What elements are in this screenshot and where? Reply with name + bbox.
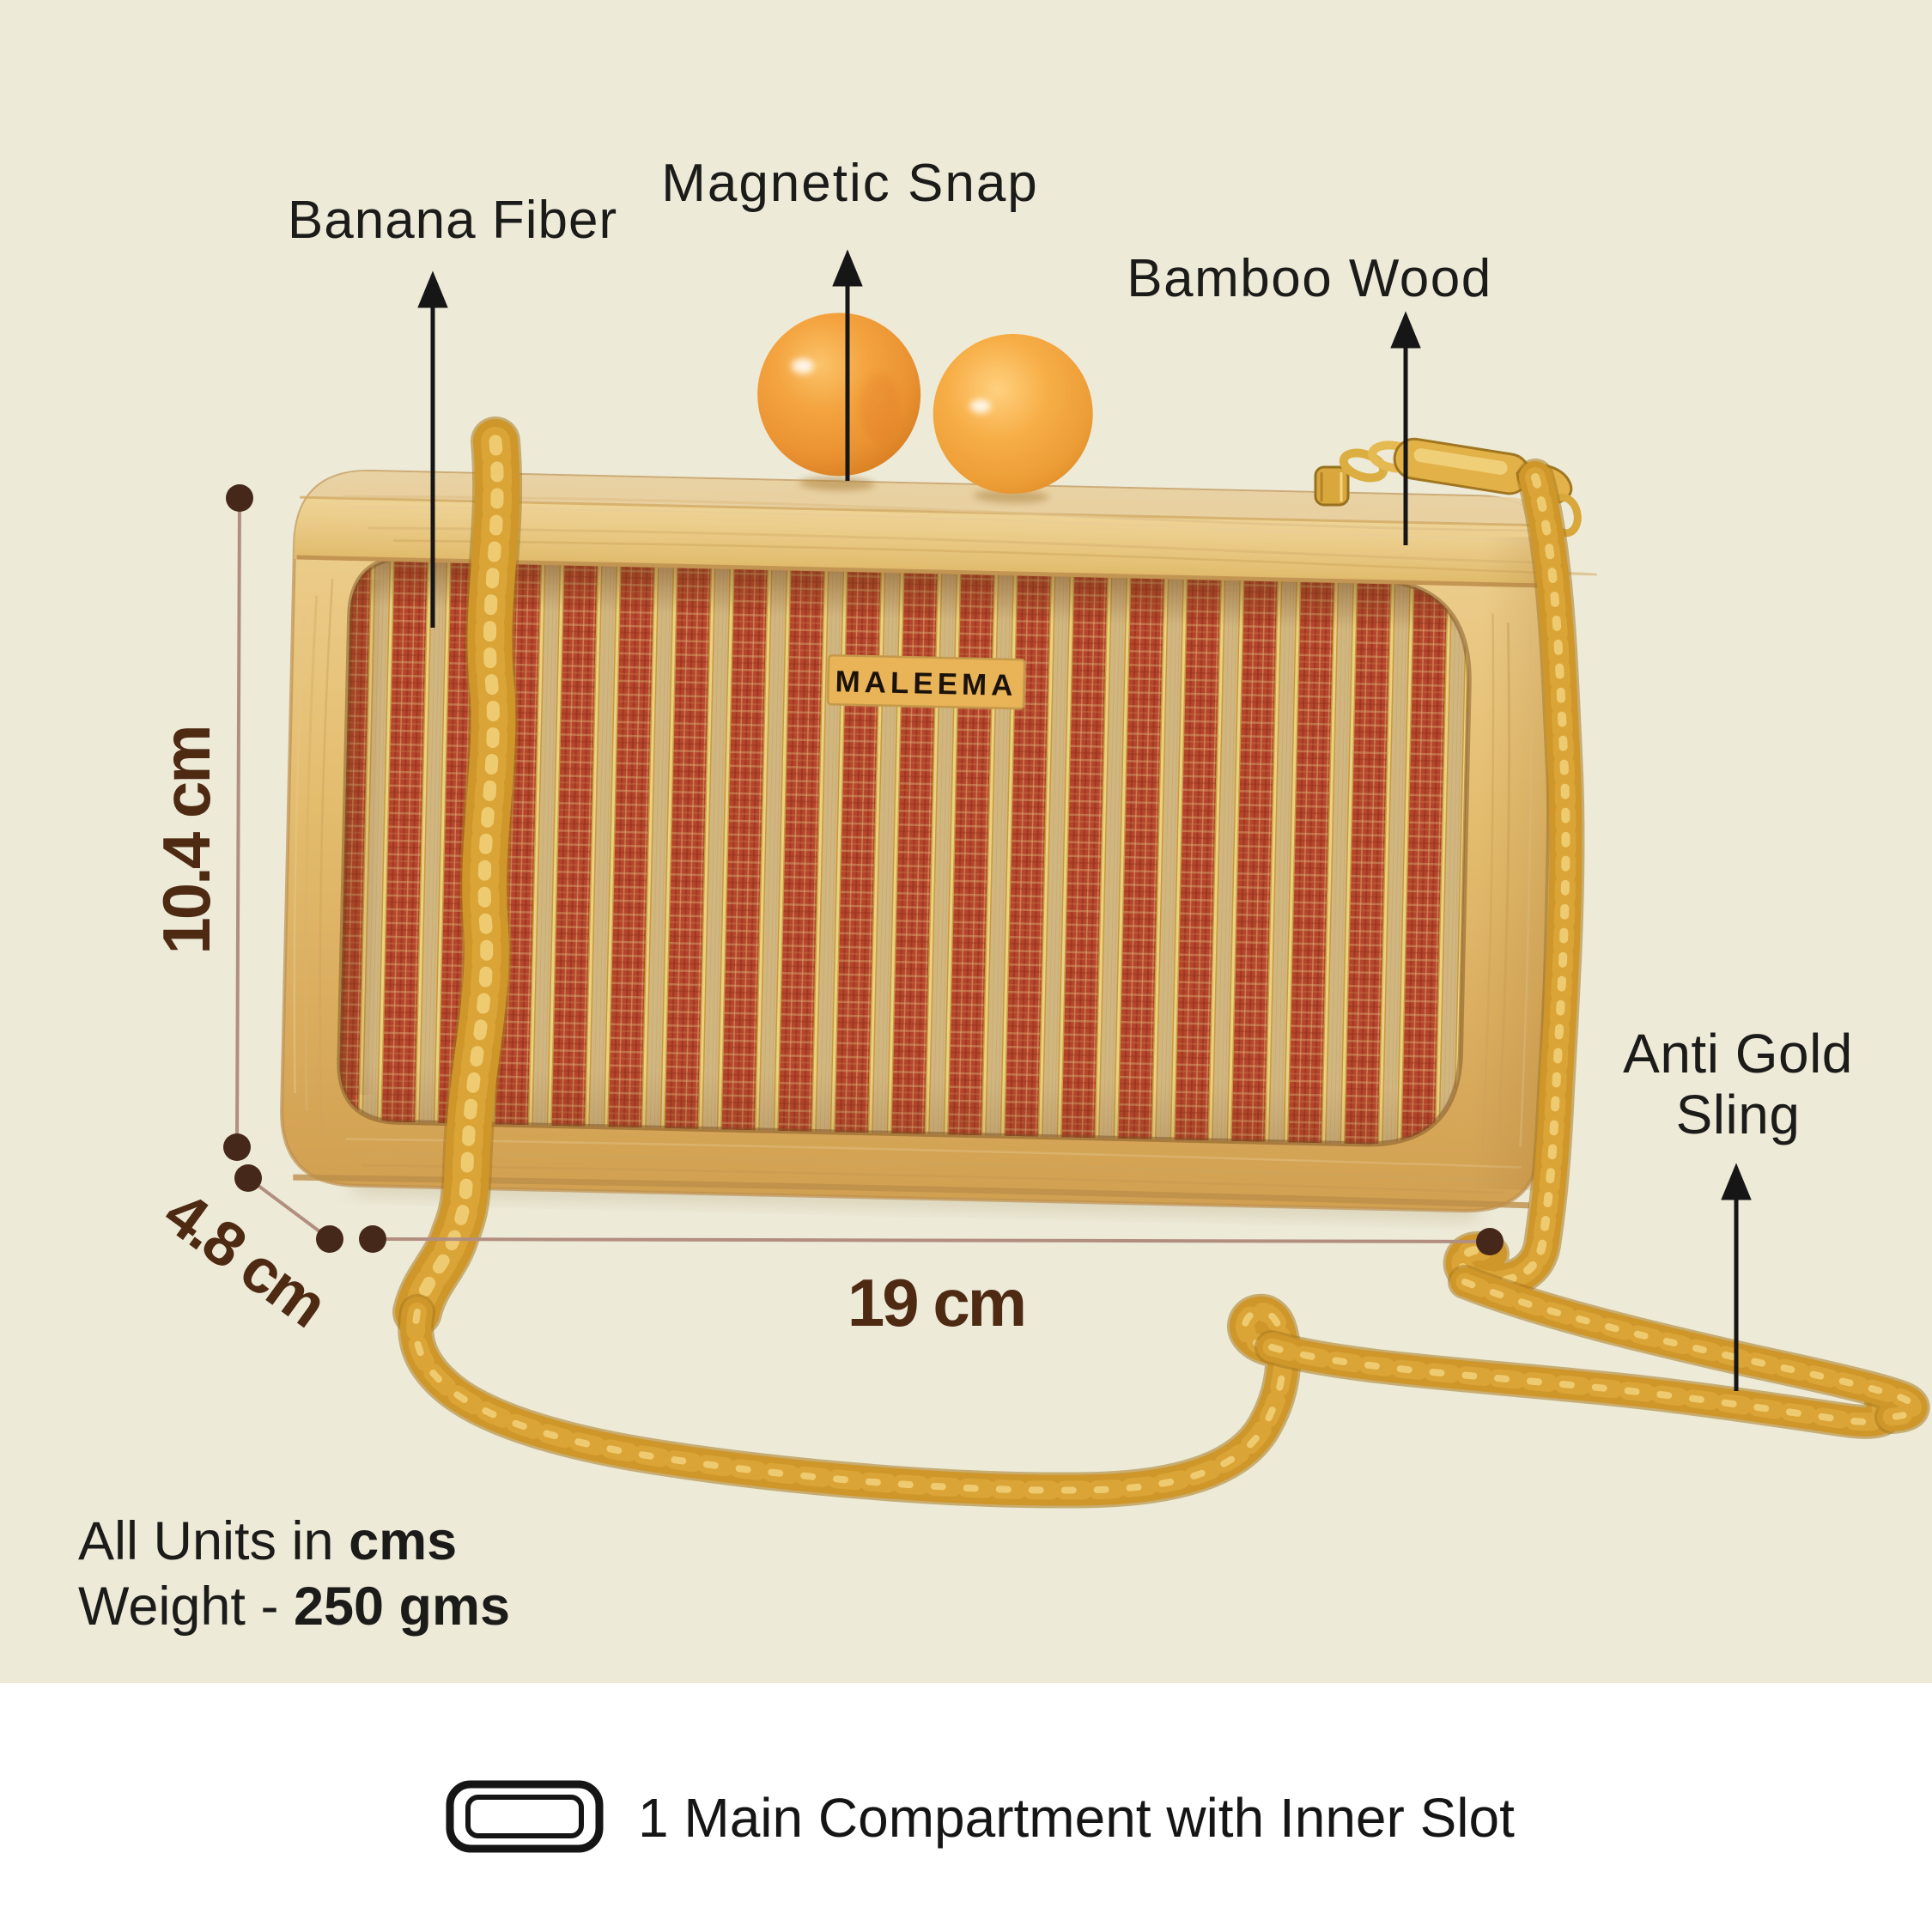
svg-text:Banana Fiber: Banana Fiber [288,191,617,250]
svg-text:Magnetic Snap: Magnetic Snap [661,154,1039,213]
svg-text:MALEEMA: MALEEMA [835,665,1018,702]
svg-text:Sling: Sling [1676,1084,1801,1145]
svg-text:All Units in cms: All Units in cms [78,1511,457,1571]
svg-text:1 Main Compartment with Inner: 1 Main Compartment with Inner Slot [638,1787,1515,1849]
svg-text:10.4 cm: 10.4 cm [149,726,224,954]
svg-text:Anti Gold: Anti Gold [1623,1023,1853,1084]
svg-text:Bamboo Wood: Bamboo Wood [1127,249,1492,308]
svg-text:Weight - 250 gms: Weight - 250 gms [78,1577,510,1637]
svg-text:19 cm: 19 cm [848,1265,1024,1340]
